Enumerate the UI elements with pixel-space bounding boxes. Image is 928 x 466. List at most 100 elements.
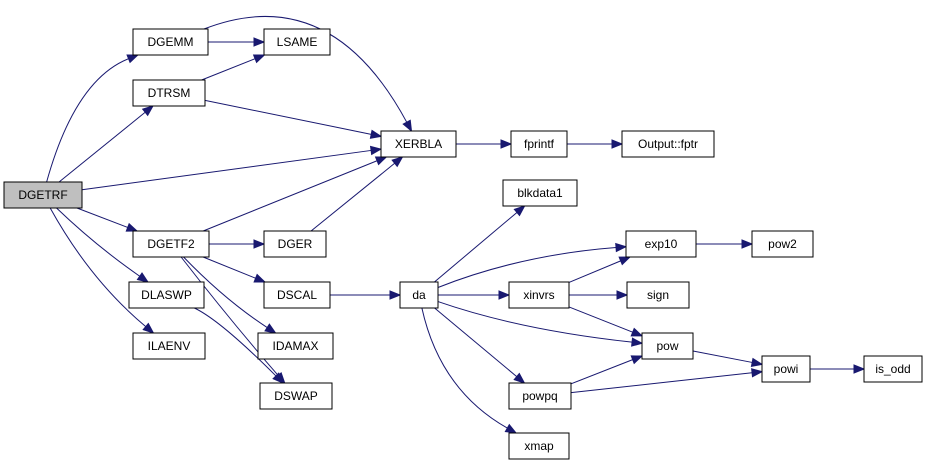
edges-layer — [46, 16, 866, 434]
edge-da-to-pow — [437, 301, 644, 347]
edge-dgetrf-to-dtrsm — [58, 105, 154, 183]
arrowhead-icon — [142, 322, 155, 334]
edge-dgemm-to-xerbla — [203, 16, 413, 133]
edge-xinvrs-to-exp10 — [568, 256, 632, 283]
node-box — [380, 130, 457, 158]
node-ilaenv[interactable]: ILAENV — [132, 332, 206, 360]
edge-da-to-xmap — [421, 307, 518, 434]
node-da[interactable]: da — [399, 281, 439, 309]
node-label: LSAME — [277, 35, 318, 49]
edge-line — [58, 111, 146, 183]
arrowhead-icon — [631, 337, 644, 347]
node-box — [502, 179, 578, 207]
arrowhead-icon — [630, 327, 644, 337]
edge-line — [46, 58, 129, 183]
edge-line — [692, 350, 753, 363]
node-label: powi — [774, 362, 799, 376]
node-box — [132, 79, 206, 107]
node-box — [508, 281, 570, 309]
arrowhead-icon — [252, 54, 266, 64]
edge-dgemm-to-lsame — [208, 37, 266, 47]
node-box — [259, 382, 333, 410]
arrowhead-icon — [369, 129, 383, 139]
node-dger[interactable]: DGER — [263, 230, 327, 258]
node-pow[interactable]: pow — [641, 332, 694, 360]
node-xerbla[interactable]: XERBLA — [380, 130, 457, 158]
node-xmap[interactable]: xmap — [508, 432, 570, 460]
node-pow2[interactable]: pow2 — [751, 230, 814, 258]
edge-line — [202, 160, 378, 232]
edge-line — [421, 307, 508, 429]
node-box — [128, 281, 205, 309]
node-idamax[interactable]: IDAMAX — [257, 332, 334, 360]
node-box — [399, 281, 439, 309]
edge-dgetf2-to-xerbla — [202, 156, 388, 232]
node-exp10[interactable]: exp10 — [625, 230, 697, 258]
node-dswap[interactable]: DSWAP — [259, 382, 333, 410]
node-label: pow — [656, 339, 678, 353]
node-box — [263, 28, 331, 56]
edge-line — [194, 307, 277, 377]
node-output-fptr[interactable]: Output::fptr — [621, 130, 715, 158]
edge-dgetf2-to-dswap — [180, 256, 286, 385]
arrowhead-icon — [751, 368, 764, 378]
arrowhead-icon — [615, 242, 628, 253]
node-label: fprintf — [524, 137, 555, 151]
edge-dgetf2-to-idamax — [183, 256, 277, 334]
edge-dgetrf-to-dlaswp — [56, 207, 150, 283]
edge-exp10-to-pow2 — [696, 239, 754, 249]
edge-da-to-xinvrs — [438, 290, 511, 300]
node-box — [3, 181, 83, 209]
node-label: DGER — [278, 237, 313, 251]
edge-dger-to-xerbla — [310, 156, 404, 232]
edge-line — [568, 306, 633, 333]
node-is-odd[interactable]: is_odd — [863, 355, 923, 383]
node-dgetf2[interactable]: DGETF2 — [132, 230, 210, 258]
node-xinvrs[interactable]: xinvrs — [508, 281, 570, 309]
edge-xinvrs-to-sign — [569, 290, 629, 300]
node-dlaswp[interactable]: DLASWP — [128, 281, 205, 309]
node-lsame[interactable]: LSAME — [263, 28, 331, 56]
edge-dtrsm-to-xerbla — [204, 99, 383, 139]
node-sign[interactable]: sign — [626, 281, 690, 309]
arrowhead-icon — [253, 37, 266, 47]
node-label: ILAENV — [148, 339, 191, 353]
node-label: DGETRF — [18, 188, 67, 202]
node-fprintf[interactable]: fprintf — [510, 130, 568, 158]
arrowhead-icon — [253, 239, 266, 249]
edge-dgetrf-to-ilaenv — [49, 207, 155, 334]
edge-da-to-powpq — [434, 307, 526, 384]
edge-line — [201, 58, 256, 81]
node-box — [751, 230, 814, 258]
node-powpq[interactable]: powpq — [508, 382, 572, 410]
arrowhead-icon — [391, 156, 404, 168]
edge-line — [183, 256, 268, 328]
edge-line — [437, 247, 617, 288]
edge-da-to-blkdata1 — [434, 205, 526, 283]
node-powi[interactable]: powi — [761, 355, 811, 383]
node-dtrsm[interactable]: DTRSM — [132, 79, 206, 107]
node-label: DGEMM — [148, 35, 194, 49]
edge-line — [310, 162, 395, 232]
node-label: blkdata1 — [517, 186, 563, 200]
node-dgemm[interactable]: DGEMM — [132, 28, 209, 56]
edge-line — [49, 207, 147, 327]
nodes-layer: DGETRF DGEMM LSAME DTRSM XERBLA fprintf Output… — [3, 28, 923, 460]
edge-line — [434, 307, 518, 377]
arrowhead-icon — [402, 119, 413, 133]
node-label: DSWAP — [274, 389, 318, 403]
node-blkdata1[interactable]: blkdata1 — [502, 179, 578, 207]
edge-pow-to-powi — [692, 350, 764, 367]
edge-line — [203, 16, 408, 123]
node-dscal[interactable]: DSCAL — [263, 281, 331, 309]
arrowhead-icon — [504, 423, 518, 434]
node-dgetrf[interactable]: DGETRF — [3, 181, 83, 209]
edge-line — [81, 149, 372, 191]
node-box — [621, 130, 715, 158]
arrowhead-icon — [389, 290, 402, 300]
arrowhead-icon — [513, 372, 526, 384]
arrowhead-icon — [618, 256, 632, 266]
edge-line — [568, 260, 621, 283]
arrowhead-icon — [513, 205, 526, 217]
